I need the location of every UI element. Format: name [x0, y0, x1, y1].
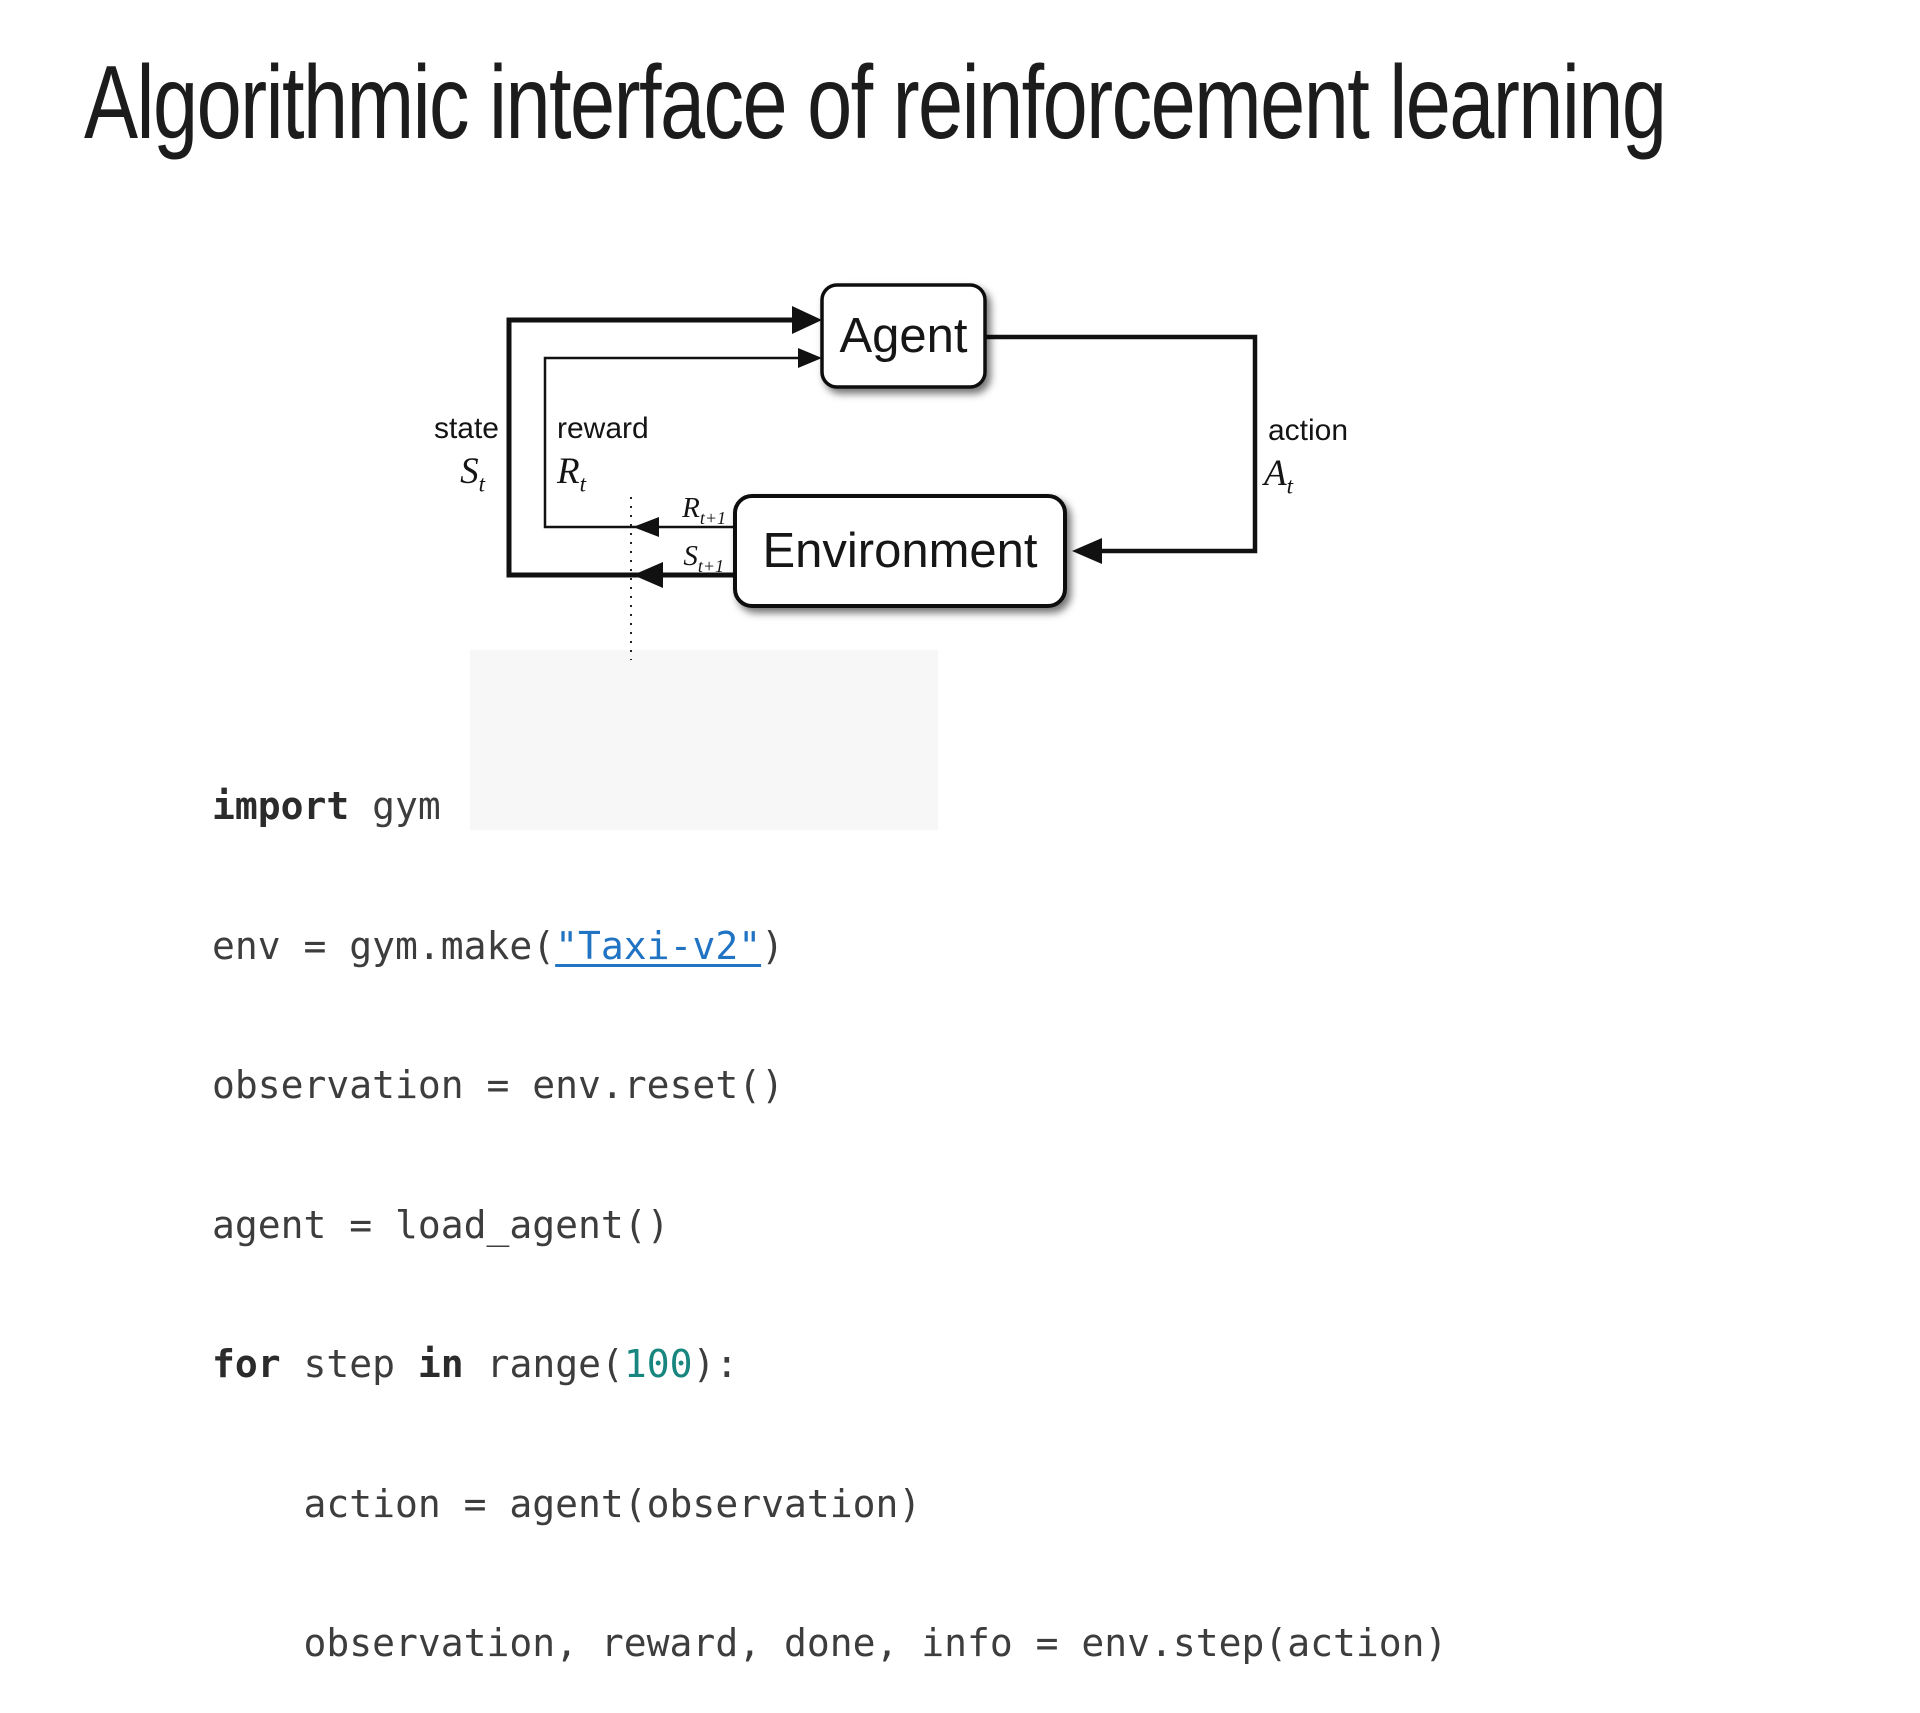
reward-symbol: Rt	[557, 451, 586, 497]
code-line: agent = load_agent()	[212, 1202, 1447, 1249]
code-line: env = gym.make("Taxi-v2")	[212, 923, 1447, 970]
code-token: )	[761, 923, 784, 968]
next-reward-symbol: Rt+1	[682, 492, 726, 528]
page-title: Algorithmic interface of reinforcement l…	[84, 45, 1667, 161]
code-token: for	[212, 1342, 281, 1386]
code-token: gym	[349, 784, 441, 828]
code-line: import gym	[212, 783, 1447, 830]
code-line: observation, reward, done, info = env.st…	[212, 1620, 1448, 1667]
action-label: action	[1268, 414, 1349, 447]
reward-label: reward	[557, 412, 649, 445]
state-label: state	[433, 412, 499, 445]
code-background	[470, 650, 938, 830]
action-arrowhead-into-environment	[1072, 538, 1102, 564]
code-token: step	[280, 1342, 418, 1386]
code-token: 100	[623, 1342, 693, 1386]
code-token: env = gym.make(	[212, 923, 556, 968]
environment-label: Environment	[762, 524, 1038, 578]
taxi-v2-link[interactable]: "Taxi-v2"	[555, 923, 762, 968]
state-symbol: St	[460, 451, 485, 497]
code-token: ):	[692, 1342, 739, 1386]
action-symbol: At	[1264, 453, 1293, 499]
code-token: observation = env.reset()	[212, 1063, 784, 1107]
code-token: in	[417, 1342, 464, 1386]
state-arrowhead-into-agent	[792, 306, 822, 334]
code-line: for step in range(100):	[212, 1341, 1447, 1388]
code-token: range(	[463, 1342, 624, 1386]
code-line: action = agent(observation)	[212, 1481, 1447, 1528]
code-line: observation = env.reset()	[212, 1062, 1447, 1109]
reward-arrowhead-into-agent	[798, 348, 822, 368]
code-token: observation, reward, done, info = env.st…	[212, 1621, 1448, 1665]
code-token: agent = load_agent()	[212, 1202, 670, 1247]
code-block: import gym env = gym.make("Taxi-v2") obs…	[212, 690, 1447, 1713]
agent-label: Agent	[839, 309, 968, 363]
code-token: action = agent(observation)	[212, 1481, 922, 1526]
code-token: import	[212, 784, 350, 828]
next-state-symbol: St+1	[683, 540, 724, 576]
